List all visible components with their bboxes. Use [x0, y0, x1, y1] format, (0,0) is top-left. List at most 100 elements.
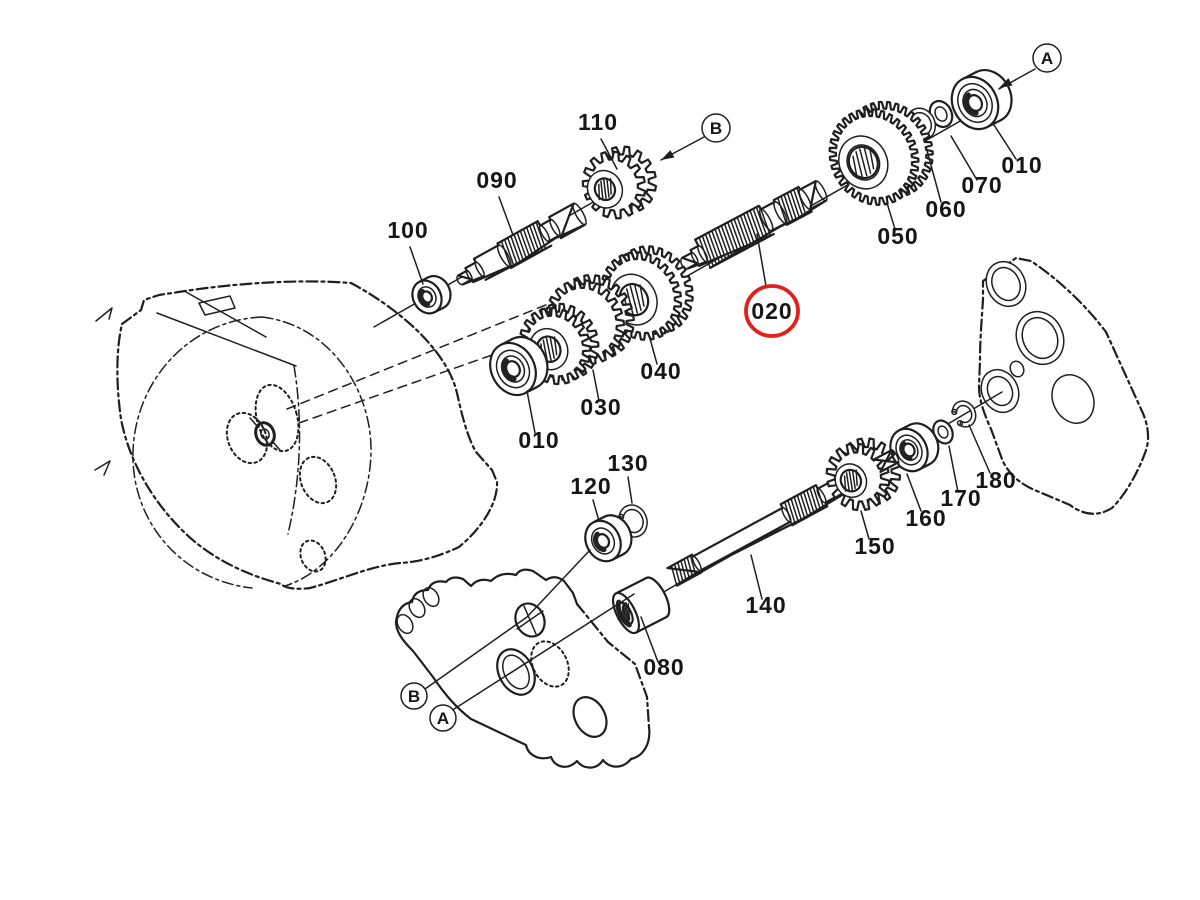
part-label-080[interactable]: 080 [643, 654, 684, 680]
ref-callout-b-top[interactable]: B [701, 113, 731, 143]
part-label-020[interactable]: 020 [751, 298, 792, 324]
bearing-160 [889, 422, 940, 473]
leader-150 [860, 510, 870, 540]
part-label-040[interactable]: 040 [640, 358, 681, 384]
part-label-120[interactable]: 120 [570, 473, 611, 499]
end-cover-outline [977, 256, 1150, 515]
end-cover-hole-center-inner [1021, 316, 1059, 360]
leader-050 [886, 202, 896, 230]
housing-pilot-bearing-bore [249, 417, 281, 451]
leader-160 [906, 473, 922, 512]
housing-parting-line [287, 365, 301, 535]
leader-110 [600, 138, 618, 170]
leader-020 [756, 233, 767, 287]
end-cover-hole-top-inner [991, 266, 1021, 302]
shaft-020 [680, 180, 828, 270]
shaft-090 [456, 202, 587, 286]
part-label-140[interactable]: 140 [745, 592, 786, 618]
shaft-140-tip [872, 449, 900, 473]
end-cover-hole-top [985, 260, 1027, 308]
part-label-150[interactable]: 150 [854, 533, 895, 559]
rear-end-cover [977, 256, 1150, 515]
part-label-160[interactable]: 160 [905, 505, 946, 531]
leader-080 [640, 616, 659, 663]
leader-180 [968, 424, 991, 474]
gear-110 [581, 145, 658, 220]
leader-070 [950, 135, 978, 181]
part-label-010-rear[interactable]: 010 [1001, 152, 1042, 178]
end-cover-hole-small [1009, 360, 1025, 378]
ref-callout-a-top-letter: A [1041, 49, 1053, 68]
cover-boss-2 [408, 597, 426, 619]
housing-top-tab [198, 295, 236, 316]
housing-flange-edge-2 [185, 291, 267, 338]
part-label-050[interactable]: 050 [877, 223, 918, 249]
leader-120 [592, 499, 600, 522]
part-label-010-front[interactable]: 010 [518, 427, 559, 453]
housing-phantom-axis-line-1 [286, 287, 589, 410]
bearing-010-front [489, 336, 549, 397]
cover-cross-bore-b [514, 602, 546, 638]
arrowhead-ref-a-top [999, 78, 1013, 88]
housing-bore-hole-3 [298, 455, 338, 505]
leader-lines [409, 68, 1036, 712]
part-label-030[interactable]: 030 [580, 394, 621, 420]
leader-170 [948, 445, 959, 493]
ref-callout-a-bottom-letter: A [437, 709, 449, 728]
leader-060 [925, 146, 942, 203]
snap-ring-180 [951, 400, 977, 428]
part-label-170[interactable]: 170 [940, 485, 981, 511]
cover-boss-1 [396, 613, 414, 635]
leader-ref-a-bottom [450, 593, 635, 712]
part-label-100[interactable]: 100 [387, 217, 428, 243]
housing-outline [116, 280, 499, 590]
washer-070 [928, 99, 954, 129]
housing-phantom-axis-line-2 [298, 310, 618, 424]
bearing-100 [411, 274, 452, 315]
collar-080 [611, 576, 671, 635]
bottom-cover-plate [394, 568, 651, 769]
part-label-130[interactable]: 130 [607, 450, 648, 476]
part-label-060[interactable]: 060 [925, 196, 966, 222]
housing-bore-hole-1 [225, 411, 269, 465]
cover-plate-bottom-edge [394, 620, 651, 769]
cover-hole-3 [572, 696, 608, 738]
ref-callout-b-bottom[interactable]: B [400, 682, 428, 710]
part-label-180[interactable]: 180 [975, 467, 1016, 493]
leader-090 [498, 196, 514, 236]
part-labels: 110 090 100 010 070 060 050 020 040 030 … [387, 109, 1042, 680]
leader-010-rear [993, 124, 1017, 160]
leader-030 [592, 369, 600, 402]
cover-plate-top-edge [394, 568, 579, 624]
leader-100 [409, 246, 424, 285]
ref-callout-a-bottom[interactable]: A [429, 704, 457, 732]
highlight-circle-020 [744, 284, 800, 338]
part-label-070[interactable]: 070 [961, 172, 1002, 198]
leader-130 [627, 476, 633, 504]
bearing-010-rear [950, 69, 1013, 131]
shaft-140 [666, 457, 883, 587]
end-cover-shaft-bore-inner [986, 375, 1014, 407]
ref-callout-a-top[interactable]: A [1032, 43, 1062, 73]
leader-140 [750, 554, 763, 600]
ref-callout-b-bottom-letter: B [408, 687, 420, 706]
cover-hole-2 [530, 640, 570, 688]
leader-040 [648, 334, 658, 365]
leader-ref-b-bottom [424, 549, 591, 690]
housing-bell-rim-left [132, 316, 263, 589]
part-label-110[interactable]: 110 [578, 109, 618, 135]
cover-hole-1-inner [502, 654, 530, 690]
housing-edge-tick-top [95, 307, 113, 322]
housing-bell-rim-right [261, 316, 372, 587]
part-label-090[interactable]: 090 [476, 167, 517, 193]
transmission-housing [94, 280, 618, 590]
gear-150 [825, 437, 902, 512]
cover-boss-3 [422, 586, 440, 608]
leader-010-front [526, 390, 536, 434]
end-cover-shaft-bore [980, 368, 1020, 414]
washer-170 [932, 419, 954, 445]
cover-plate-hidden-edge [575, 602, 651, 729]
housing-flange-edge-1 [156, 312, 297, 367]
